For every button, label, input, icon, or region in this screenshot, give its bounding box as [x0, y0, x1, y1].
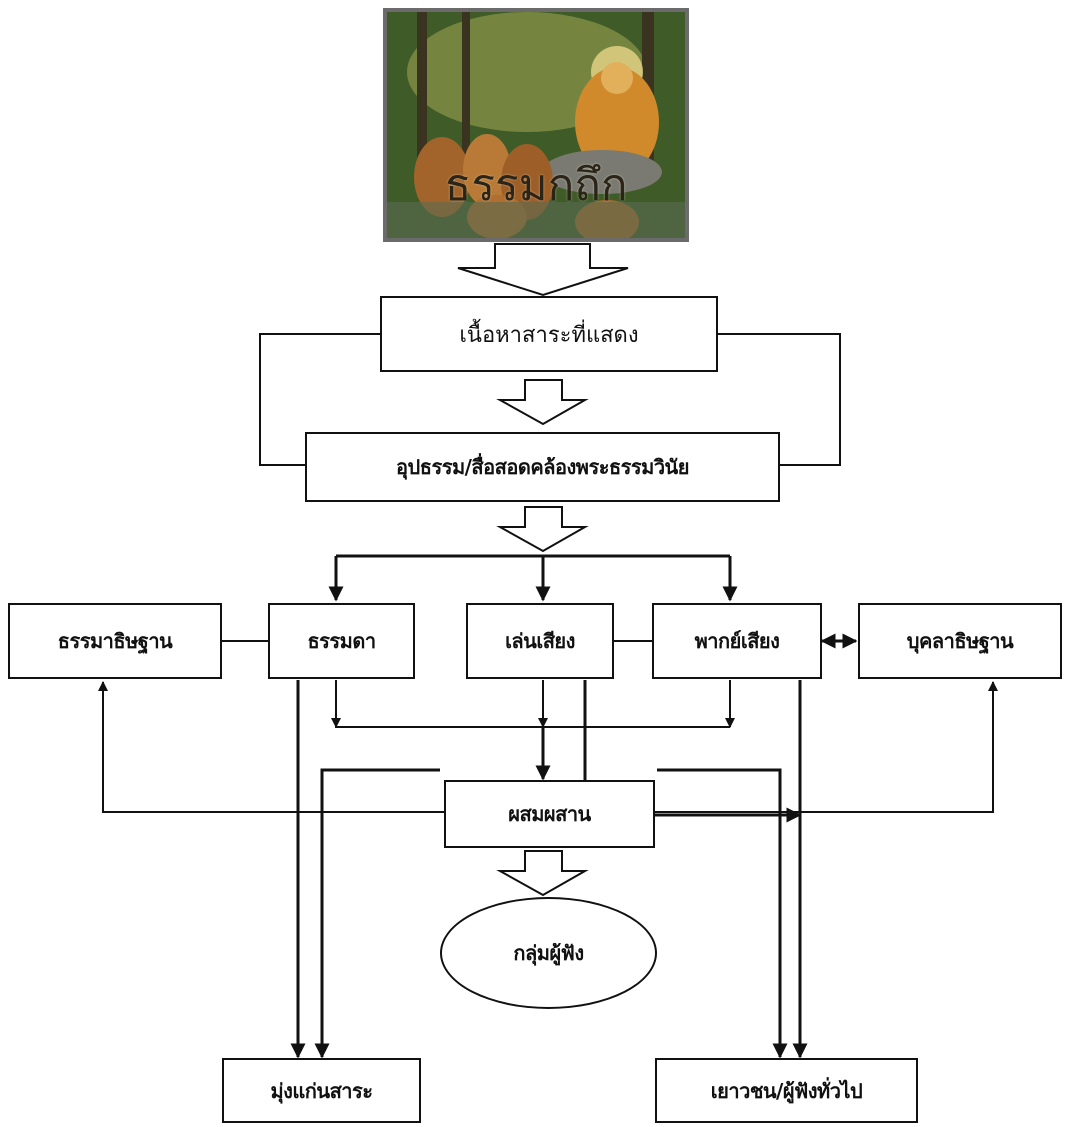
- phak-siang-box: พากย์เสียง: [652, 603, 822, 679]
- teaching-painting-image: ธรรมกถึก: [383, 8, 689, 242]
- hollow-down-arrow: [496, 506, 589, 553]
- bracket-right: [718, 333, 841, 466]
- buddha-teaching-icon: [387, 12, 685, 238]
- youth-box: เยาวชน/ผู้ฟังทั่วไป: [655, 1058, 918, 1123]
- tools-box: อุปธรรม/สื่อสอดคล้องพระธรรมวินัย: [305, 432, 780, 502]
- len-siang-box: เล่นเสียง: [466, 603, 614, 679]
- thammada-box: ธรรมดา: [268, 603, 415, 679]
- connector-line: [335, 680, 730, 728]
- content-box: เนื้อหาสาระที่แสดง: [380, 296, 718, 372]
- arrow-to-bukkhala-adhitthana: [655, 681, 998, 813]
- hollow-down-arrow: [457, 243, 629, 297]
- combined-box: ผสมผสาน: [444, 780, 655, 848]
- bracket-left: [259, 333, 380, 466]
- audience-ellipse: กลุ่มผู้ฟัง: [440, 897, 657, 1009]
- essence-box: มุ่งแก่นสาระ: [222, 1058, 421, 1123]
- bukkhala-adhitthana-box: บุคลาธิษฐาน: [858, 603, 1062, 679]
- arrow-to-dhamma-adhitthana: [98, 681, 444, 813]
- hollow-down-arrow: [496, 850, 589, 897]
- dhamma-adhitthana-box: ธรรมาธิษฐาน: [8, 603, 222, 679]
- painting-caption: ธรรมกถึก: [444, 160, 628, 211]
- arrow-audience-to-youth: [657, 768, 788, 1059]
- arrow-audience-to-essence: [314, 768, 440, 1059]
- hollow-down-arrow: [496, 379, 589, 426]
